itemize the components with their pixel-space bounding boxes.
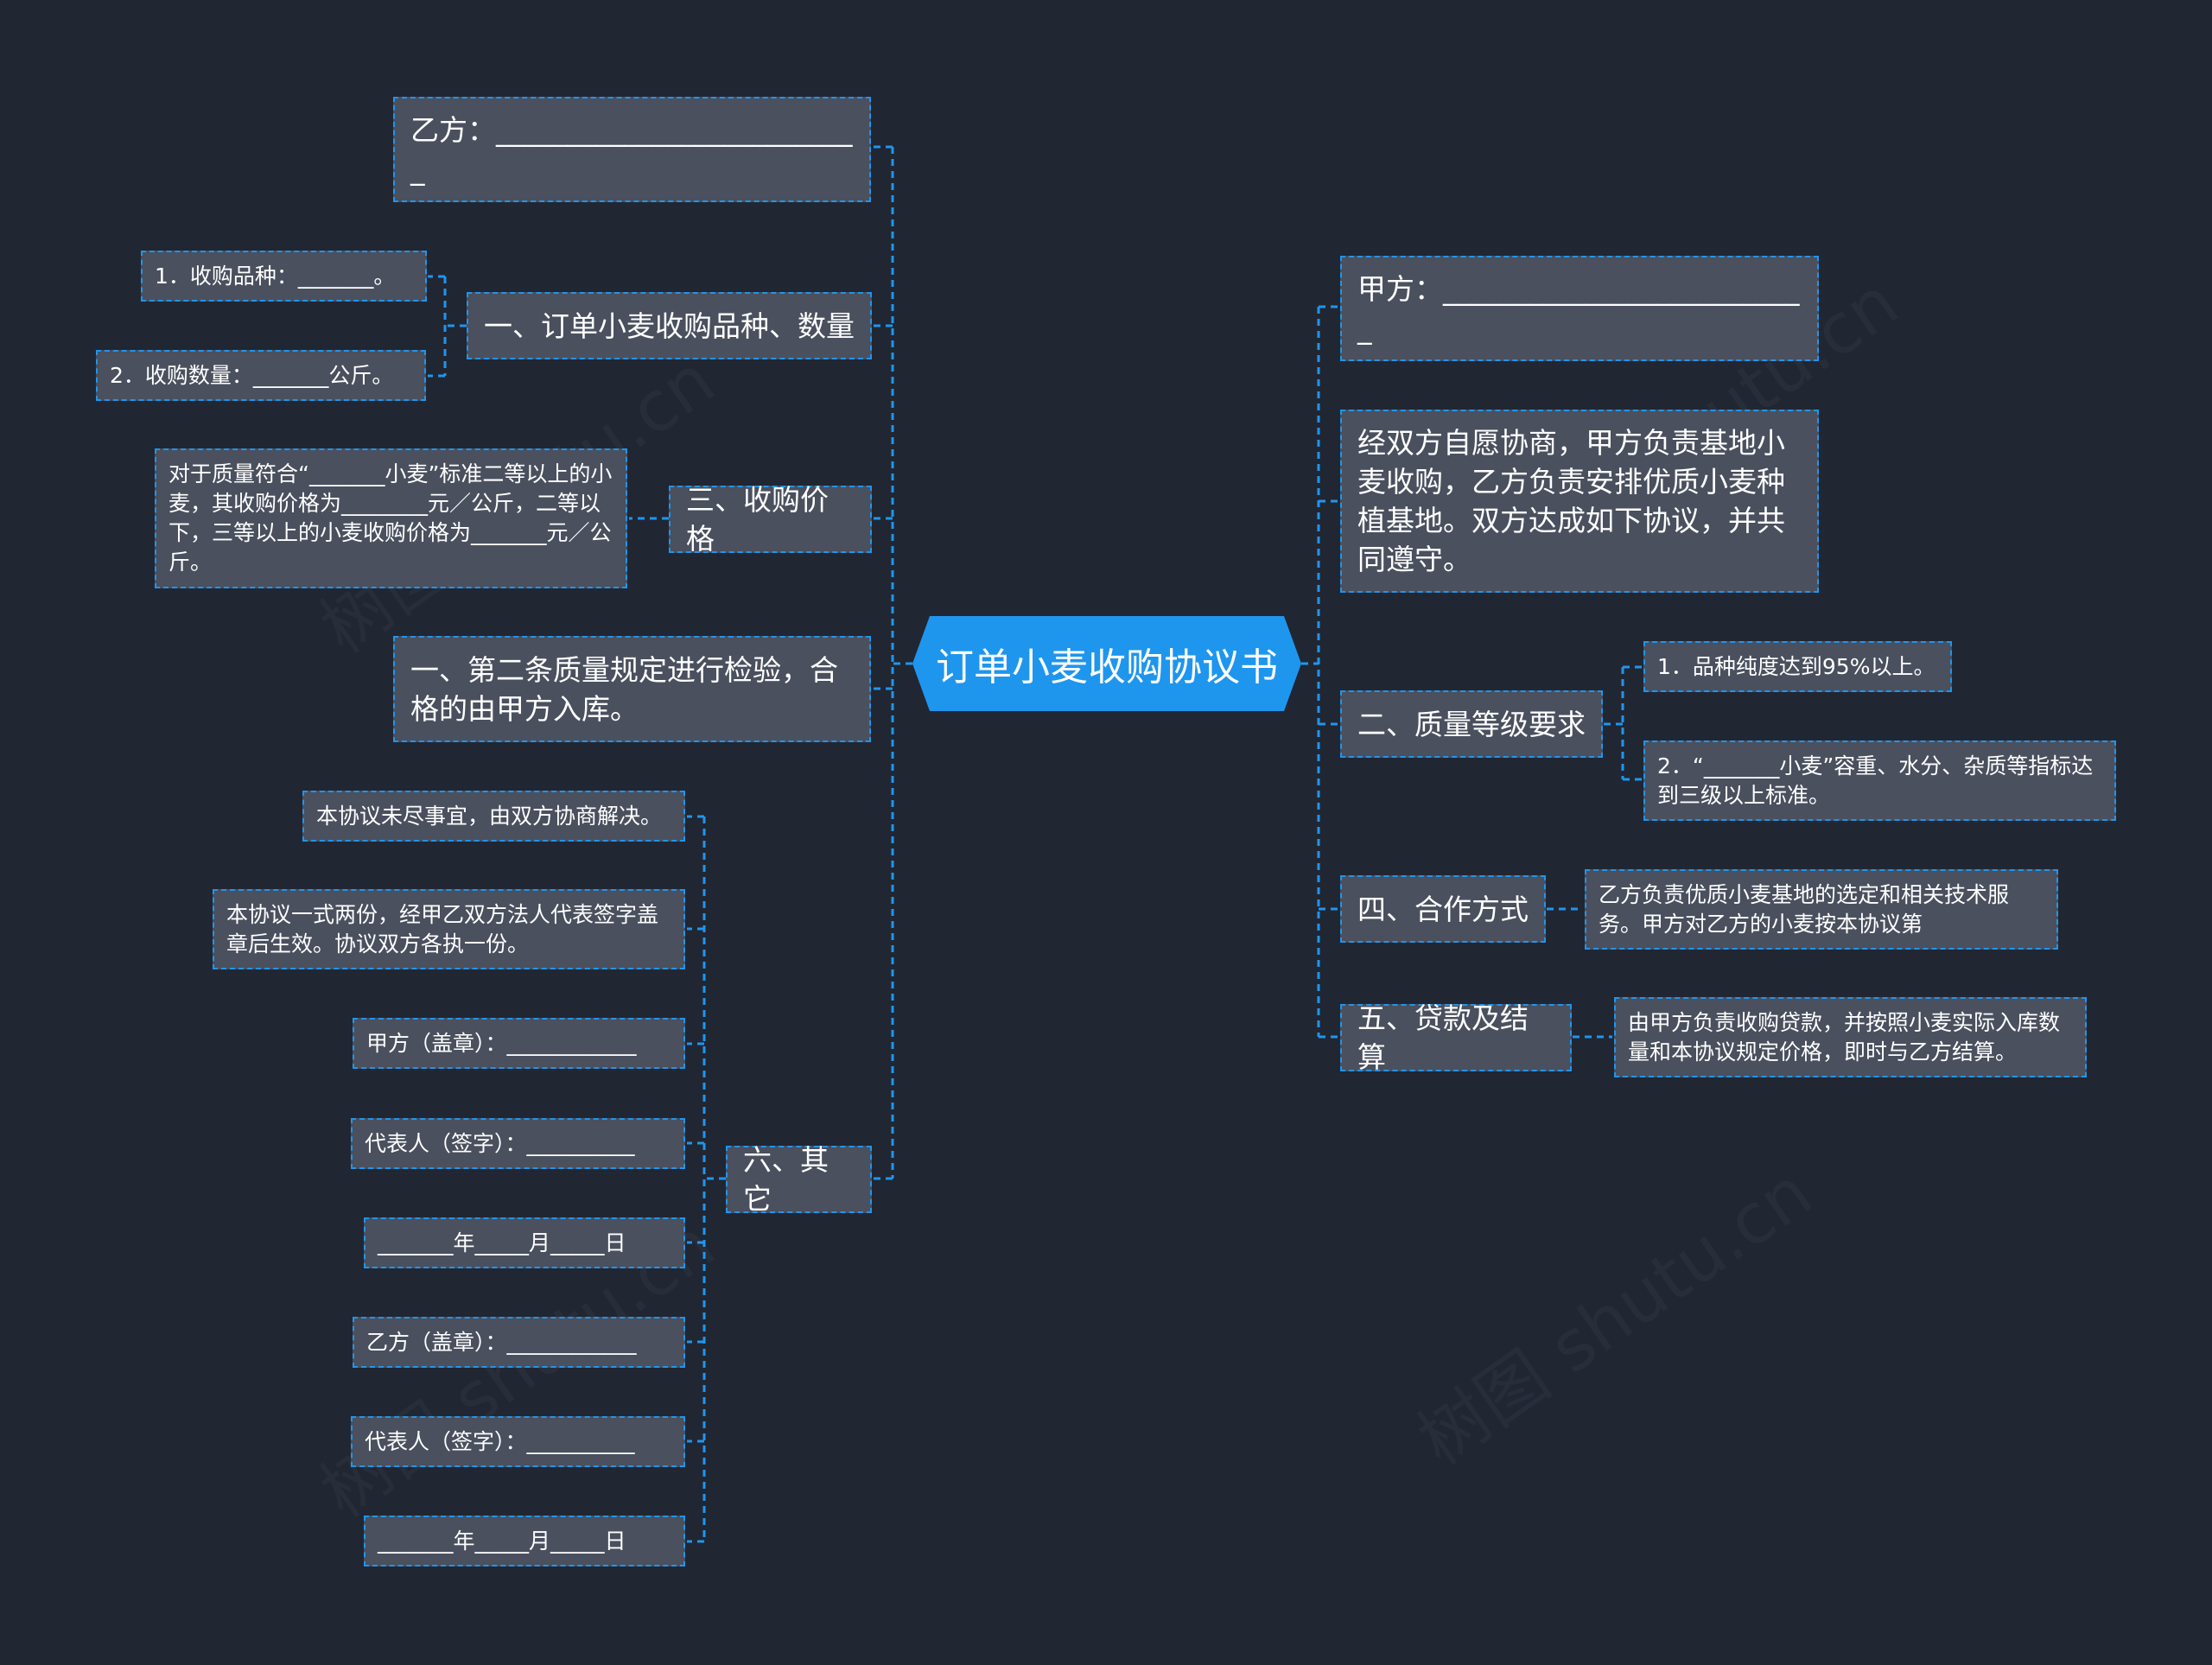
section-6-item[interactable]: 本协议一式两份，经甲乙双方法人代表签字盖章后生效。协议双方各执一份。: [213, 889, 685, 969]
section-6-node[interactable]: 六、其它: [726, 1143, 872, 1216]
section-3-node[interactable]: 三、收购价格: [669, 483, 872, 556]
party-a-node[interactable]: 甲方：_________________________ _: [1340, 256, 1819, 361]
intro-node[interactable]: 经双方自愿协商，甲方负责基地小麦收购，乙方负责安排优质小麦种植基地。双方达成如下…: [1340, 410, 1819, 593]
section-2-node[interactable]: 二、质量等级要求: [1340, 690, 1603, 758]
section-6-item[interactable]: _______年_____月_____日: [364, 1217, 685, 1268]
section-5-node[interactable]: 五、贷款及结算: [1340, 1001, 1572, 1074]
section-3-item[interactable]: 对于质量符合“_______小麦”标准二等以上的小麦，其收购价格为_______…: [155, 448, 627, 588]
section-6-item[interactable]: _______年_____月_____日: [364, 1516, 685, 1566]
section-6-item[interactable]: 代表人（签字）：__________: [351, 1118, 685, 1169]
inspection-node[interactable]: 一、第二条质量规定进行检验，合格的由甲方入库。: [393, 636, 871, 742]
section-6-item[interactable]: 甲方（盖章）：____________: [353, 1018, 685, 1069]
section-6-item[interactable]: 本协议未尽事宜，由双方协商解决。: [302, 791, 685, 842]
section-4-item[interactable]: 乙方负责优质小麦基地的选定和相关技术服务。甲方对乙方的小麦按本协议第: [1585, 869, 2058, 950]
party-b-node[interactable]: 乙方：_________________________ _: [393, 97, 871, 202]
section-6-item[interactable]: 代表人（签字）：__________: [351, 1416, 685, 1467]
section-1-item[interactable]: 2．收购数量：_______公斤。: [96, 350, 426, 401]
section-4-node[interactable]: 四、合作方式: [1340, 875, 1546, 943]
section-6-item[interactable]: 乙方（盖章）：____________: [353, 1317, 685, 1368]
section-2-item[interactable]: 1．品种纯度达到95%以上。: [1643, 641, 1952, 692]
root-node[interactable]: 订单小麦收购协议书: [912, 616, 1301, 711]
section-1-node[interactable]: 一、订单小麦收购品种、数量: [467, 292, 872, 359]
section-1-item[interactable]: 1．收购品种：_______。: [141, 251, 427, 302]
section-2-item[interactable]: 2．“_______小麦”容重、水分、杂质等指标达到三级以上标准。: [1643, 740, 2116, 821]
section-5-item[interactable]: 由甲方负责收购贷款，并按照小麦实际入库数量和本协议规定价格，即时与乙方结算。: [1614, 997, 2087, 1077]
